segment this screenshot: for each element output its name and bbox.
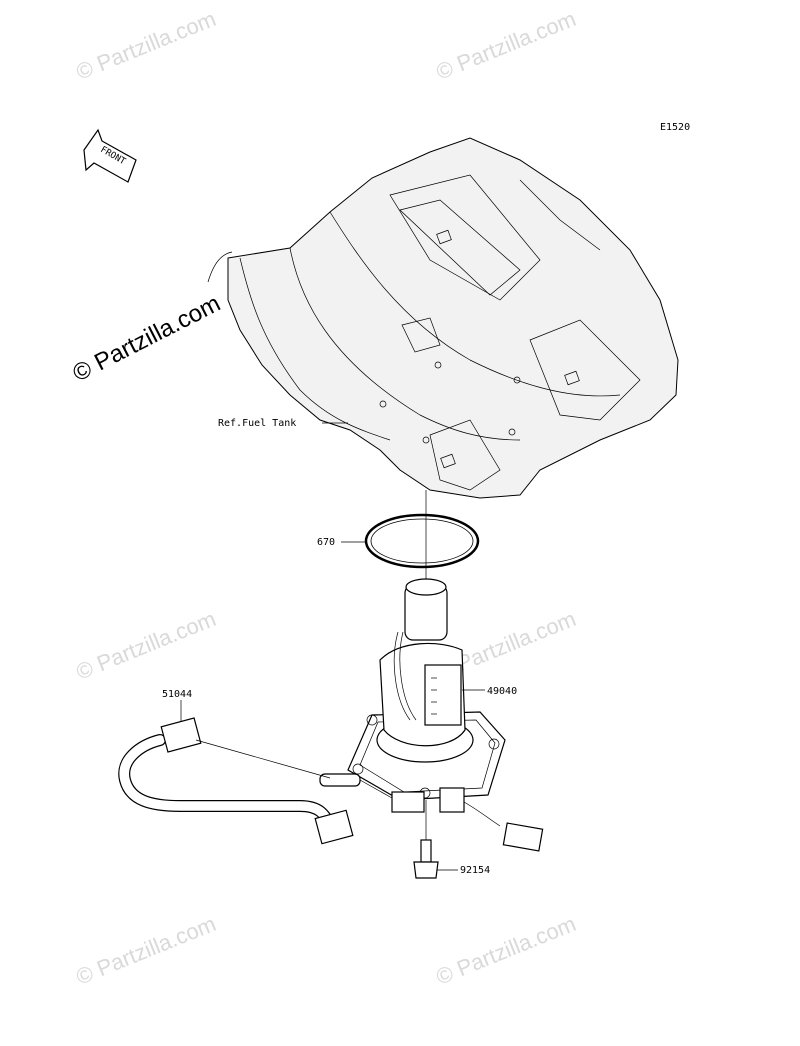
watermark-primary: © Partzilla.com — [68, 290, 224, 387]
bolt — [413, 800, 439, 879]
watermark: © Partzilla.com — [433, 911, 580, 990]
watermark: © Partzilla.com — [73, 911, 220, 990]
fuel-hose — [118, 717, 354, 845]
front-arrow-icon: FRONT — [83, 128, 137, 183]
diagram-code: E1520 — [660, 122, 690, 133]
watermark: © Partzilla.com — [433, 6, 580, 85]
fuel-pump — [319, 578, 544, 852]
label-ref-fuel-tank: Ref.Fuel Tank — [218, 418, 296, 429]
watermark: © Partzilla.com — [73, 6, 220, 85]
watermark: © Partzilla.com — [73, 606, 220, 685]
label-92154: 92154 — [460, 865, 490, 876]
o-ring — [364, 513, 480, 569]
label-670: 670 — [317, 537, 335, 548]
label-51044: 51044 — [162, 689, 192, 700]
label-49040: 49040 — [487, 686, 517, 697]
fuel-tank — [207, 137, 679, 499]
